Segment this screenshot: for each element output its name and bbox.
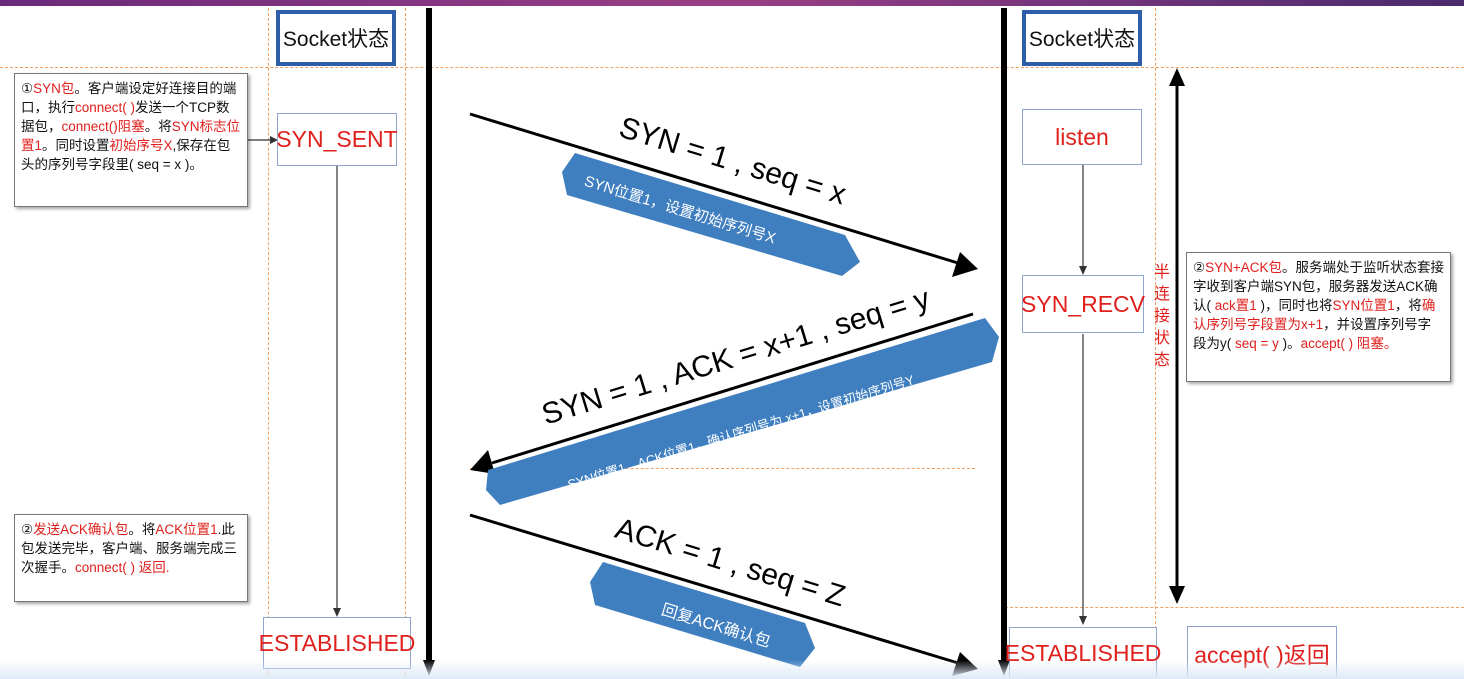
server-timeline (1001, 8, 1007, 663)
msg3-line (469, 513, 959, 665)
server-guide-right (1155, 8, 1156, 679)
server-socket-state-header: Socket状态 (1022, 10, 1142, 66)
client-ack-note: ②发送ACK确认包。将ACK位置1.此包发送完毕，客户端、服务端完成三次握手。c… (14, 514, 248, 602)
msg2-line (491, 312, 974, 465)
msg1-banner (562, 153, 860, 276)
client-socket-state-header: Socket状态 (276, 10, 396, 66)
msg2-banner (486, 318, 999, 505)
msg3-banner (590, 562, 815, 667)
client-guide-left (268, 8, 269, 679)
server-syn-ack-note: ②SYN+ACK包。服务端处于监听状态套接字收到客户端SYN包，服务器发送ACK… (1186, 252, 1451, 382)
half-connection-label: 半 连 接 状 态 (1153, 264, 1170, 369)
client-state-syn-sent: SYN_SENT (276, 113, 398, 166)
server-state-listen: listen (1022, 109, 1142, 165)
window-top-strip (0, 0, 1464, 6)
client-guide-right (405, 8, 406, 679)
client-timeline (426, 8, 432, 663)
msg1-line (469, 112, 959, 265)
server-state-syn-recv: SYN_RECV (1021, 275, 1145, 333)
message-divider (470, 468, 975, 469)
header-divider (0, 67, 1464, 68)
client-syn-note: ①SYN包。客户端设定好连接目的端口，执行connect( )发送一个TCP数据… (14, 73, 248, 207)
bottom-decoration (0, 660, 1464, 679)
server-bottom-divider (1005, 607, 1464, 608)
